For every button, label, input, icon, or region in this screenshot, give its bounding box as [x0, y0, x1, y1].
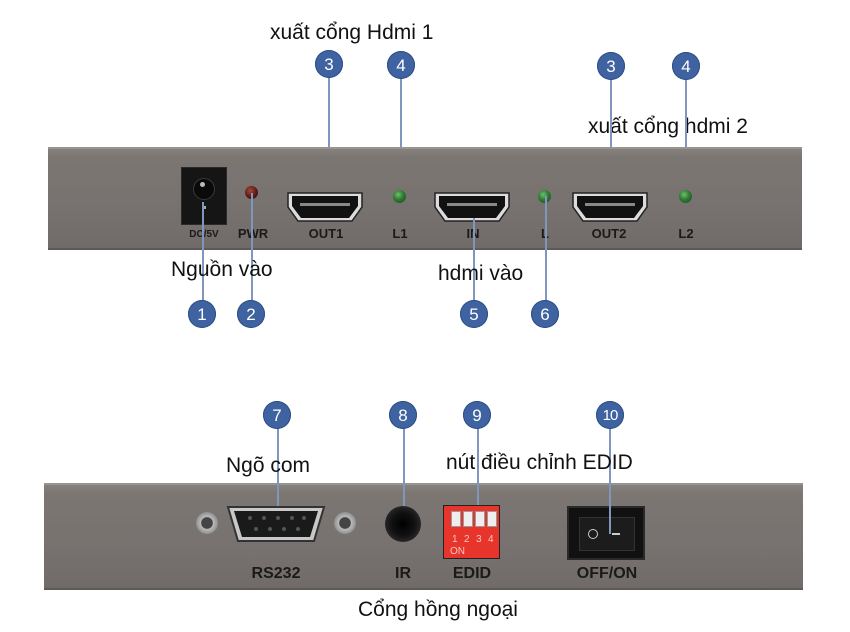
- rocker-face: [579, 517, 635, 551]
- leader-line-1: [202, 202, 204, 302]
- l2-led: [679, 190, 692, 203]
- label-l1: L1: [392, 226, 408, 241]
- dip-toggle-1[interactable]: [451, 511, 461, 527]
- dc-power-jack: [181, 167, 227, 225]
- dc-jack-dot-icon: [203, 206, 206, 209]
- callout-badge-4: 4: [672, 52, 700, 80]
- dip-on-label: ON: [450, 546, 465, 557]
- label-rs232: RS232: [251, 565, 301, 582]
- callout-badge-1: 1: [188, 300, 216, 328]
- screw-icon: [334, 512, 356, 534]
- l1-led: [393, 190, 406, 203]
- leader-line-4a: [400, 78, 402, 196]
- callout-badge-2: 2: [237, 300, 265, 328]
- hdmi-in-port: [434, 192, 510, 222]
- leader-line-4b: [685, 80, 687, 196]
- dip-number-1: 1: [452, 534, 458, 545]
- hdmi-out1-port: [287, 192, 363, 222]
- dip-toggle-2[interactable]: [463, 511, 473, 527]
- dip-number-3: 3: [476, 534, 482, 545]
- caption-com-port: Ngõ com: [226, 454, 311, 477]
- leader-line-8: [403, 428, 405, 534]
- callout-badge-3: 3: [315, 50, 343, 78]
- rs232-port: [196, 503, 356, 545]
- label-out1: OUT1: [308, 226, 344, 241]
- dc-jack-pin-icon: [200, 182, 205, 187]
- caption-hdmi-input: hdmi vào: [438, 262, 524, 285]
- caption-power-input: Nguồn vào: [171, 258, 273, 281]
- callout-badge-5: 5: [460, 300, 488, 328]
- dip-toggle-3[interactable]: [475, 511, 485, 527]
- callout-badge-6: 6: [531, 300, 559, 328]
- caption-hdmi-output-1: xuất cổng Hdmi 1: [270, 21, 434, 44]
- leader-line-10-overlay: [609, 483, 611, 534]
- in-signal-led: [538, 190, 551, 203]
- callout-badge-9: 9: [463, 401, 491, 429]
- label-ir: IR: [395, 565, 411, 582]
- callout-badge-7: 7: [263, 401, 291, 429]
- rear-panel: [44, 483, 803, 590]
- on-symbol-icon: [612, 533, 620, 535]
- dip-toggle-4[interactable]: [487, 511, 497, 527]
- screw-icon: [196, 512, 218, 534]
- label-dc-5v: DC/5V: [189, 229, 219, 240]
- leader-line-5: [473, 218, 475, 302]
- caption-hdmi-output-2: xuất cổng hdmi 2: [588, 115, 748, 138]
- leader-line-10: [609, 428, 611, 534]
- leader-line-2: [251, 193, 253, 302]
- power-rocker-switch[interactable]: [567, 506, 645, 560]
- leader-line-6: [545, 196, 547, 302]
- callout-badge-3: 3: [597, 52, 625, 80]
- dip-number-2: 2: [464, 534, 470, 545]
- leader-line-7: [277, 428, 279, 536]
- label-pwr: PWR: [237, 226, 269, 241]
- label-off-on: OFF/ON: [576, 565, 638, 582]
- ir-jack: [385, 506, 421, 542]
- callout-badge-10: 10: [596, 401, 624, 429]
- callout-badge-4: 4: [387, 51, 415, 79]
- leader-line-9: [477, 428, 479, 530]
- leader-line-3b: [610, 80, 612, 208]
- callout-badge-8: 8: [389, 401, 417, 429]
- dip-number-4: 4: [488, 534, 494, 545]
- label-l2: L2: [678, 226, 694, 241]
- off-symbol-icon: [588, 529, 598, 539]
- caption-infrared-port: Cổng hồng ngoại: [358, 598, 518, 621]
- power-led: [245, 186, 258, 199]
- caption-edid-switch: nút điều chỉnh EDID: [446, 451, 633, 474]
- dc-jack-hole-icon: [193, 178, 215, 200]
- front-panel: [48, 147, 802, 250]
- db9-connector-icon: [226, 506, 326, 542]
- edid-dip-switch[interactable]: 1 2 3 4 ON: [443, 505, 500, 559]
- label-edid: EDID: [452, 565, 492, 582]
- leader-line-3a: [328, 78, 330, 208]
- hdmi-out2-port: [572, 192, 648, 222]
- label-out2: OUT2: [591, 226, 627, 241]
